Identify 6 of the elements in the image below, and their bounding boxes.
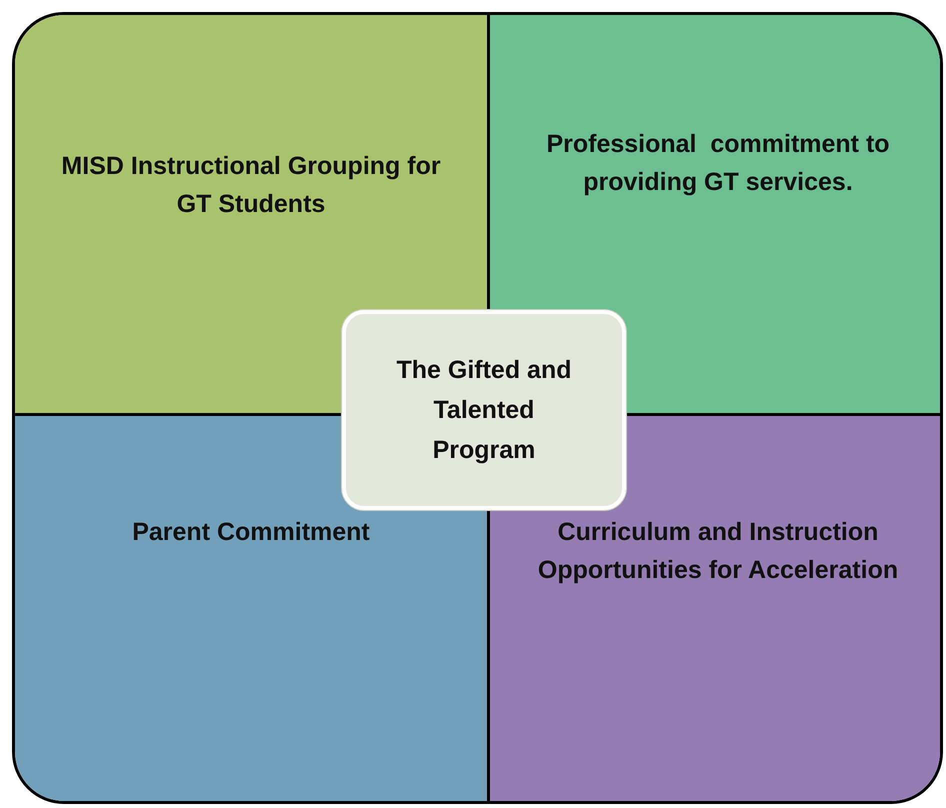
center-label: The Gifted and Talented Program (396, 355, 572, 466)
quadrant-label: Professional commitment to providing GT services. (545, 129, 891, 198)
quadrant-label: Curriculum and Instruction Opportunities for Acceleration (536, 517, 900, 586)
quadrant-label: MISD Instructional Grouping for GT Students (60, 151, 442, 220)
center-box (342, 310, 626, 510)
quadrant-label: Parent Commitment (131, 517, 371, 548)
